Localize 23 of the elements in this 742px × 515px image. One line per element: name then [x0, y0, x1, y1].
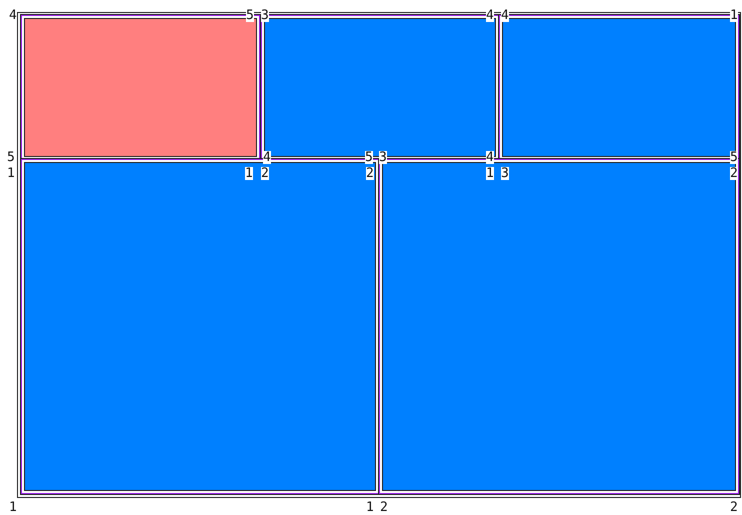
corner-number: 4 [486, 9, 494, 22]
corner-number: 1 [486, 167, 494, 180]
corner-number: 4 [486, 151, 494, 164]
corner-number: 1 [366, 501, 374, 514]
corner-number: 4 [263, 151, 271, 164]
corner-number: 1 [245, 167, 253, 180]
corner-number: 5 [365, 151, 373, 164]
corner-number: 2 [730, 167, 738, 180]
corner-number: 2 [730, 501, 738, 514]
corner-number: 3 [501, 167, 509, 180]
corner-number: 2 [366, 167, 374, 180]
corner-number: 1 [7, 167, 15, 180]
corner-number: 4 [9, 9, 17, 22]
corner-number: 1 [9, 501, 17, 514]
corner-number: 5 [246, 9, 254, 22]
corner-number: 5 [730, 151, 738, 164]
corner-number: 4 [501, 9, 509, 22]
corner-number: 2 [380, 501, 388, 514]
corner-number: 3 [261, 9, 269, 22]
corner-number: 1 [730, 9, 738, 22]
corner-number: 5 [7, 151, 15, 164]
corner-number: 3 [379, 151, 387, 164]
corner-number: 2 [261, 167, 269, 180]
